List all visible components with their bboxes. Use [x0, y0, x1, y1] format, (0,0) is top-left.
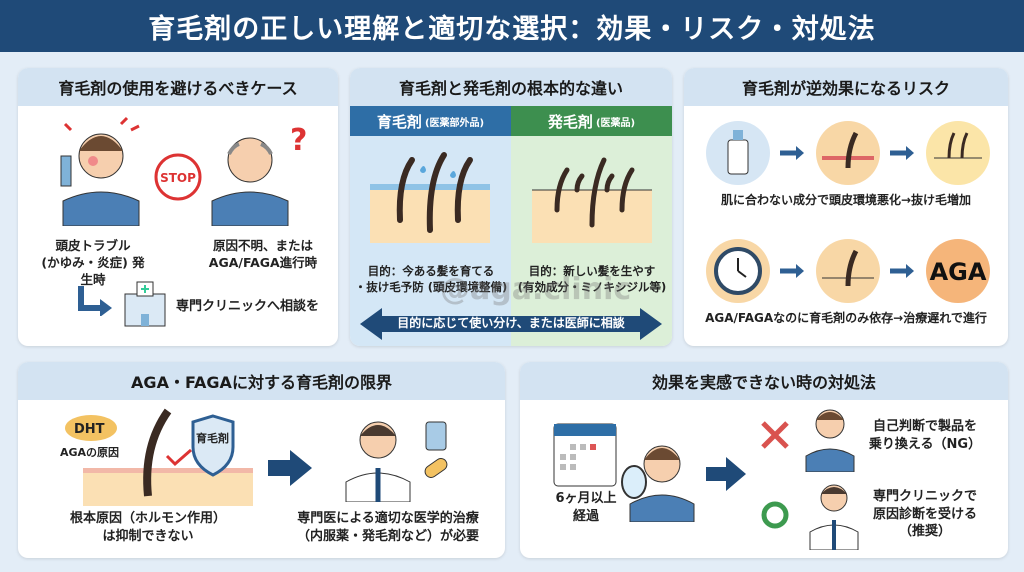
clinic-building-icon — [124, 281, 166, 327]
panel-avoid-cases: 育毛剤の使用を避けるべきケース STOP ? 頭皮トラブル (かゆみ・炎症) 発… — [18, 68, 338, 346]
turn-arrow-icon — [78, 286, 112, 316]
consult-clinic-text: 専門クリニックへ相談を — [176, 299, 320, 314]
case-unknown-aga: 原因不明、または AGA/FAGA進行時 — [208, 238, 318, 270]
panel-title: AGA・FAGAに対する育毛剤の限界 — [18, 362, 505, 400]
panel-difference: 育毛剤と発毛剤の根本的な違い 育毛剤(医薬部外品) 発毛剤(医薬品) 目的：今あ… — [350, 68, 672, 346]
hatsumo-label: 発毛剤 — [547, 112, 593, 131]
ng-text: 自己判断で製品を 乗り換える（NG） — [868, 419, 982, 452]
arrow-right-icon — [706, 457, 746, 491]
limit-right-text: 専門医による適切な医学的治療 （内服薬・発毛剤など）が必要 — [296, 511, 479, 544]
panel-title: 育毛剤と発毛剤の根本的な違い — [350, 68, 672, 106]
dht-label: DHT — [74, 422, 105, 437]
panel-title: 効果を実感できない時の対処法 — [520, 362, 1008, 400]
hatsumo-header: 発毛剤(医薬品) — [511, 106, 672, 136]
doctor-icon — [809, 484, 859, 550]
stop-sign-icon: STOP — [154, 153, 202, 201]
panel-limits: AGA・FAGAに対する育毛剤の限界 DHT AGAの原因 育毛剤 根本原因（ホ… — [18, 362, 505, 558]
risk-row1-icons — [706, 121, 990, 185]
arrow-right-icon — [268, 450, 312, 486]
hatsumo-purpose: 目的：新しい髪を生やす (有効成分・ミノキシジル等) — [517, 264, 667, 294]
aga-cause-label: AGAの原因 — [60, 446, 120, 459]
calendar-mirror-illustration — [553, 423, 695, 522]
risk-skin-text: 肌に合わない成分で頭皮環境悪化→抜け毛増加 — [720, 193, 972, 207]
risk-dependence-text: AGA/FAGAなのに育毛剤のみ依存→治療遅れで進行 — [705, 311, 987, 325]
panel-title: 育毛剤の使用を避けるべきケース — [18, 68, 338, 106]
circle-mark-icon — [761, 501, 789, 529]
ikumo-sub: (医薬部外品) — [424, 117, 485, 129]
page-title: 育毛剤の正しい理解と適切な選択：効果・リスク・対処法 — [0, 0, 1024, 52]
ok-text: 専門クリニックで 原因診断を受ける （推奨） — [872, 489, 977, 540]
worried-person-icon: ? — [211, 123, 307, 226]
confused-person-icon — [805, 409, 855, 472]
aga-badge: AGA — [930, 258, 987, 286]
ikumo-header: 育毛剤(医薬部外品) — [350, 106, 511, 136]
panel-title: 育毛剤が逆効果になるリスク — [684, 68, 1008, 106]
case-scalp-trouble: 頭皮トラブル (かゆみ・炎症) 発生時 — [41, 238, 145, 287]
hair-growth-illustration — [532, 157, 652, 243]
double-arrow-icon — [360, 308, 662, 340]
risk-row2-icons: AGA — [706, 239, 990, 303]
hatsumo-sub: (医薬品) — [595, 117, 636, 129]
ikumo-label: 育毛剤 — [376, 112, 422, 131]
dht-hair-illustration — [65, 408, 253, 506]
cross-mark-icon — [761, 421, 789, 449]
shield-label: 育毛剤 — [196, 432, 229, 445]
panel-countermeasures: 効果を実感できない時の対処法 6ヶ月以上 経過 自己判断で製品を 乗り換える（N… — [520, 362, 1008, 558]
limit-left-text: 根本原因（ホルモン作用） は抑制できない — [69, 511, 226, 544]
use-properly-text: 目的に応じて使い分け、または医師に相談 — [397, 316, 625, 330]
watermark: @aga.clinic — [440, 272, 632, 307]
hair-care-illustration — [370, 152, 490, 243]
elapsed-text: 6ヶ月以上 経過 — [555, 491, 617, 524]
svg-text:STOP: STOP — [160, 171, 196, 185]
svg-text:?: ? — [290, 123, 307, 158]
doctor-medicine-illustration — [345, 421, 448, 502]
scalp-trouble-person-icon — [60, 116, 140, 226]
panel-risk: 育毛剤が逆効果になるリスク 肌に合わない成分で頭皮環境悪化→抜け毛増加 AGA … — [684, 68, 1008, 346]
ikumo-purpose: 目的：今ある髪を育てる ・抜け毛予防 (頭皮環境整備) — [354, 264, 508, 294]
